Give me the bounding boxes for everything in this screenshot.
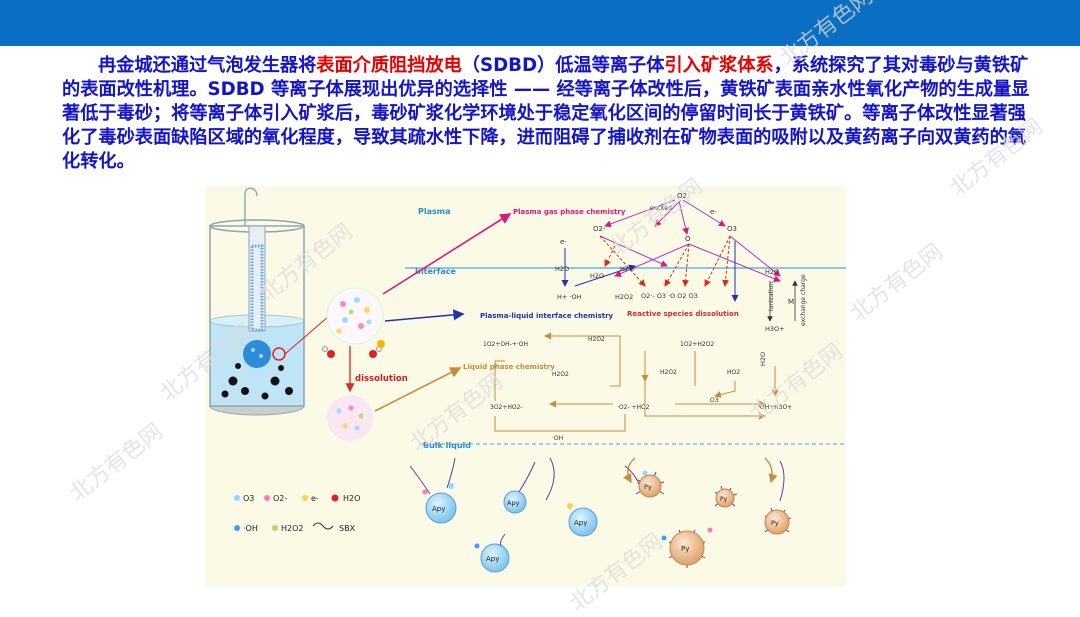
label-o3-mid: O3 — [710, 397, 719, 404]
zone-plasma: Plasma — [418, 207, 451, 216]
label-o: O — [685, 235, 691, 243]
label-h-oh: H+ ·OH — [557, 293, 582, 301]
highlight-slurry: 引入矿浆体系 — [664, 55, 773, 76]
label-h2o-right2: H2O — [759, 352, 767, 366]
label-h2o2-b: H2O2 — [552, 371, 569, 378]
label-h2o2-c: H2O2 — [660, 369, 677, 376]
label-e2: e- — [710, 208, 717, 216]
py-label: Py — [681, 545, 689, 553]
interface-title: Plasma-liquid interface chemistry — [480, 312, 614, 320]
label-h2o2-a: H2O2 — [588, 336, 605, 343]
label-m: M — [788, 298, 794, 306]
legend-o2-minus: O2- — [273, 494, 287, 503]
label-ho2: HO2 — [727, 369, 740, 376]
label-o2-minus: O2- — [593, 225, 606, 233]
py-label: Py — [771, 519, 779, 527]
legend-e: e- — [311, 494, 319, 503]
paragraph-text: （SDBD）低温等离子体 — [462, 55, 665, 76]
watermark: 北方有色网 — [842, 235, 948, 328]
py-label: Py — [644, 483, 652, 491]
legend-o3: O3 — [243, 494, 254, 503]
highlight-sdbd: 表面介质阻挡放电 — [316, 55, 462, 76]
label-lp2: 1O2+H2O2 — [680, 341, 714, 348]
label-h2o-if2: H2O — [590, 272, 604, 280]
body-paragraph: 冉金城还通过气泡发生器将表面介质阻挡放电（SDBD）低温等离子体引入矿浆体系，系… — [62, 54, 1034, 174]
label-exchange: exchange charge — [800, 274, 807, 326]
beaker — [210, 188, 304, 415]
legend-h2o2: H2O2 — [281, 524, 304, 533]
label-h2o2-if: H2O2 — [615, 293, 633, 301]
apy-particles: Apy Apy Apy Apy — [410, 458, 597, 572]
legend-sbx: SBX — [339, 524, 356, 533]
legend-h2o: H2O — [343, 494, 360, 503]
gas-phase-title: Plasma gas phase chemistry — [513, 208, 626, 216]
liquid-title: Liquid phase chemistry — [463, 363, 555, 371]
apy-label: Apy — [574, 519, 587, 527]
label-lp3: 3O2+HO2- — [490, 404, 523, 411]
label-h2o-right: H2O — [765, 268, 779, 276]
label-dissolved-species: O2·- O3 ·O O2 O3 — [641, 292, 698, 300]
dissolution-label: dissolution — [355, 374, 408, 384]
apy-label: Apy — [507, 499, 520, 507]
dissolution-title: Reactive species dissolution — [627, 310, 739, 318]
apy-label: Apy — [486, 555, 499, 563]
watermark: 北方有色网 — [62, 415, 168, 508]
label-h2o-if: H2O — [555, 265, 569, 273]
title-bar — [0, 0, 1080, 46]
label-lp1: 1O2+OH-+·OH — [483, 341, 528, 348]
label-ionization: ionization — [768, 282, 775, 311]
legend-oh: ·OH — [243, 524, 258, 533]
legend: O3 O2- e- H2O ·OH H2O2 SBX — [234, 494, 360, 533]
label-e: e- — [560, 238, 567, 246]
apy-label: Apy — [432, 505, 445, 513]
label-oh-bot: ·OH — [552, 435, 563, 442]
label-h3o: H3O+ — [765, 325, 785, 333]
zone-interface: Interface — [415, 267, 456, 276]
py-label: Py — [720, 496, 728, 503]
paragraph-text: 冉金城还通过气泡发生器将 — [98, 55, 316, 76]
label-h2o-if3: H2O — [620, 265, 634, 273]
label-o3: O3 — [727, 225, 737, 233]
